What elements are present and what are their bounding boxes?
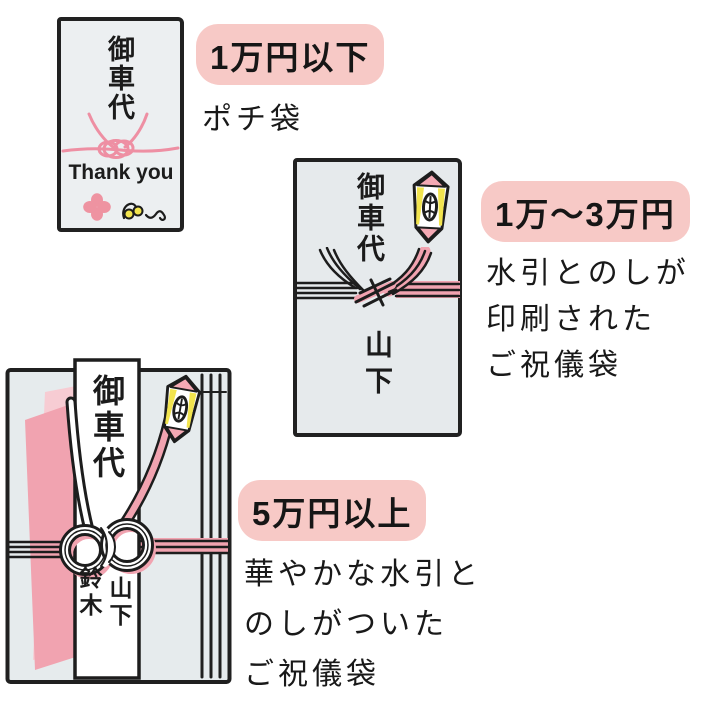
annotation-fancy: 5万円以上 華やかな水引と のしがついた ご祝儀袋 bbox=[238, 480, 482, 700]
description-line: 印刷された bbox=[486, 303, 656, 336]
pochi-envelope: 御車代 Thank you bbox=[57, 17, 184, 232]
amount-badge: 5万円以上 bbox=[238, 480, 427, 541]
giver-name-right: 山下 bbox=[106, 576, 132, 630]
envelope-title: 御車代 bbox=[354, 172, 385, 265]
annotation-pochi: 1万円以下 ポチ袋 bbox=[196, 24, 385, 138]
giver-name-left: 鈴木 bbox=[76, 566, 102, 620]
noshi-icon bbox=[409, 170, 451, 244]
description-line: ご祝儀袋 bbox=[244, 658, 380, 691]
pleat-folds bbox=[200, 373, 227, 679]
amount-badge: 1万円以下 bbox=[196, 24, 385, 85]
description-line: ご祝儀袋 bbox=[486, 349, 622, 382]
printed-envelope: 御車代 bbox=[293, 158, 462, 437]
ribbon-doodle-icon bbox=[122, 202, 167, 221]
envelope-title: 御車代 bbox=[104, 35, 134, 122]
description-line: 水引とのしが bbox=[486, 257, 690, 290]
description-line: ポチ袋 bbox=[202, 103, 304, 136]
annotation-printed: 1万〜3万円 水引とのしが 印刷された ご祝儀袋 bbox=[481, 181, 690, 389]
mizuhiki-knot-icon bbox=[61, 112, 180, 159]
envelope-art bbox=[5, 358, 232, 684]
description-line: 華やかな水引と bbox=[244, 558, 482, 591]
amount-badge: 1万〜3万円 bbox=[481, 181, 690, 242]
flower-icon bbox=[83, 193, 111, 221]
thank-you-text: Thank you bbox=[68, 161, 174, 184]
awaji-knot-icon bbox=[59, 396, 175, 579]
fancy-envelope: 御車代 鈴木 山下 bbox=[5, 358, 232, 690]
giver-name: 山下 bbox=[362, 330, 393, 402]
mizuhiki-band-icon bbox=[295, 247, 461, 308]
envelope-title: 御車代 bbox=[89, 374, 125, 482]
description-line: のしがついた bbox=[244, 608, 448, 641]
